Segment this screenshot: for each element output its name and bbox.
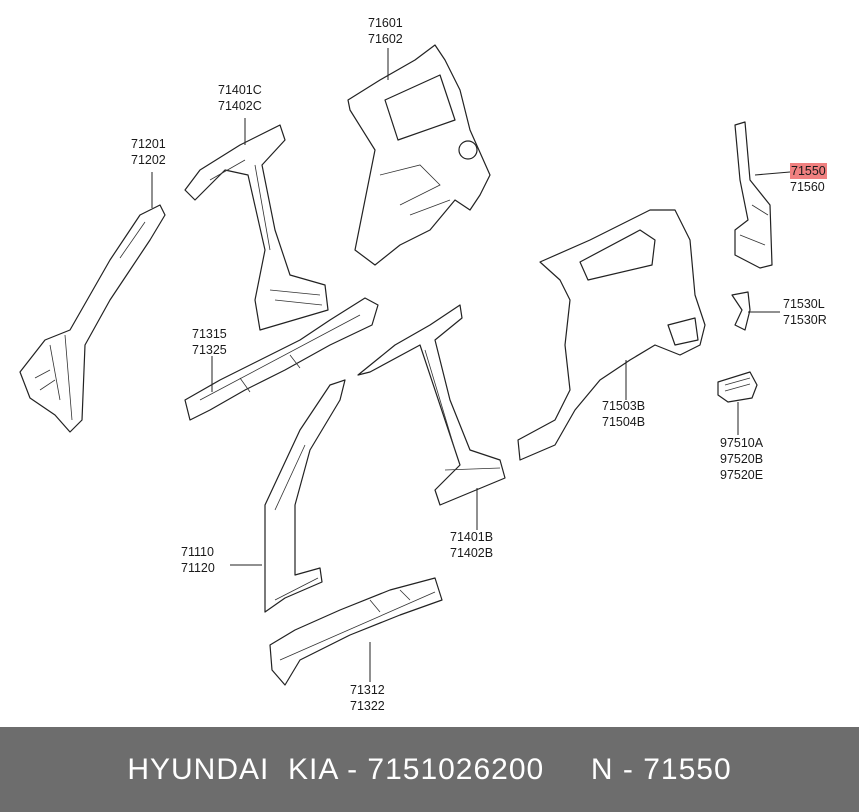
center-pillar-outer-part bbox=[357, 304, 506, 530]
wheel-arch-bracket-part bbox=[731, 291, 780, 331]
sill-reinforcement-part bbox=[184, 297, 379, 421]
front-pillar-outer-part bbox=[230, 379, 346, 613]
highlighted-part-number: 71550 bbox=[790, 163, 827, 179]
vent-grille-part bbox=[717, 371, 758, 435]
footer-text: HYUNDAI KIA - 7151026200 N - 71550 bbox=[127, 753, 732, 786]
quarter-inner-part bbox=[347, 44, 491, 266]
b-pillar-inner-part bbox=[184, 118, 329, 331]
quarter-extension-part bbox=[734, 121, 791, 269]
quarter-outer-panel-part bbox=[517, 209, 706, 461]
footer-banner: HYUNDAI KIA - 7151026200 N - 71550 bbox=[0, 727, 859, 812]
side-sill-outer-part bbox=[269, 577, 443, 686]
a-pillar-part bbox=[19, 172, 166, 433]
parts-drawing bbox=[19, 44, 791, 686]
